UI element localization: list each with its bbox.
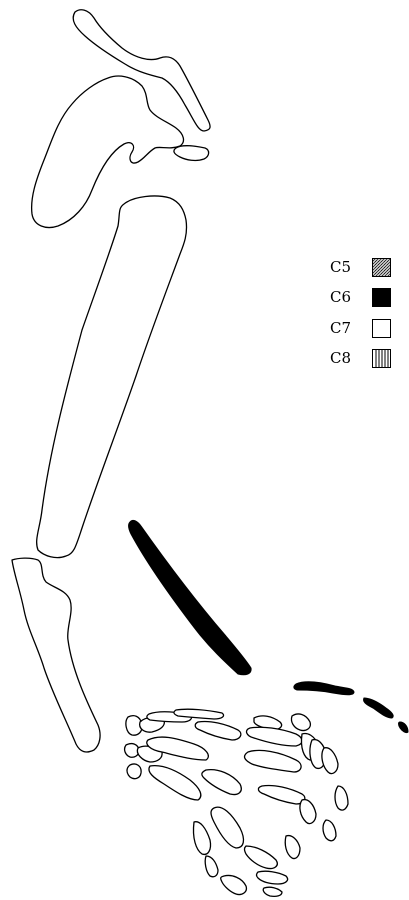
legend-item-c8: C8 (330, 346, 409, 370)
phalanx-bone (221, 875, 247, 894)
legend-label: C8 (330, 346, 351, 370)
phalanx-bone (245, 750, 302, 772)
stipple-swatch-icon (372, 258, 391, 277)
phalanx-bone (300, 800, 316, 824)
legend-label: C7 (330, 316, 351, 340)
phalanx-bone (211, 807, 243, 848)
acromion-bone (174, 146, 209, 161)
solid-black-swatch-icon (372, 288, 391, 307)
legend-item-c6: C6 (330, 285, 409, 309)
legend-item-c7: C7 (330, 316, 409, 340)
metacarpal-bone (195, 721, 241, 740)
empty-swatch-icon (372, 319, 391, 338)
phalanx-bone (205, 856, 218, 877)
phalanx-bone (263, 887, 282, 896)
vertical-stripes-swatch-icon (372, 349, 391, 368)
carpal-bone (127, 764, 141, 779)
phalanx-bone (291, 714, 310, 731)
phalanx-bone (285, 836, 300, 859)
phalanx-bone (258, 785, 305, 804)
phalanx-bone (245, 846, 278, 869)
phalanx-bone (323, 820, 336, 841)
phalanx-bone (335, 786, 348, 810)
c6-dermatome-stripe (129, 520, 252, 674)
legend-item-c5: C5 (330, 255, 409, 279)
phalanx-bone (202, 770, 241, 795)
c6-dermatome-dash-3 (399, 722, 409, 733)
phalanx-bone (322, 748, 338, 774)
phalanx-bone (247, 727, 302, 746)
phalanx-bone (193, 822, 210, 855)
phalanx-bone (257, 871, 288, 884)
humerus-bone (37, 196, 187, 558)
c6-dermatome-dash-2 (364, 698, 394, 718)
forearm-bone (12, 558, 100, 752)
legend-label: C5 (330, 255, 351, 279)
legend-label: C6 (330, 285, 351, 309)
c6-dermatome-dash-1 (294, 682, 354, 695)
hand-bones (125, 709, 348, 896)
metacarpal-bone (149, 766, 201, 800)
